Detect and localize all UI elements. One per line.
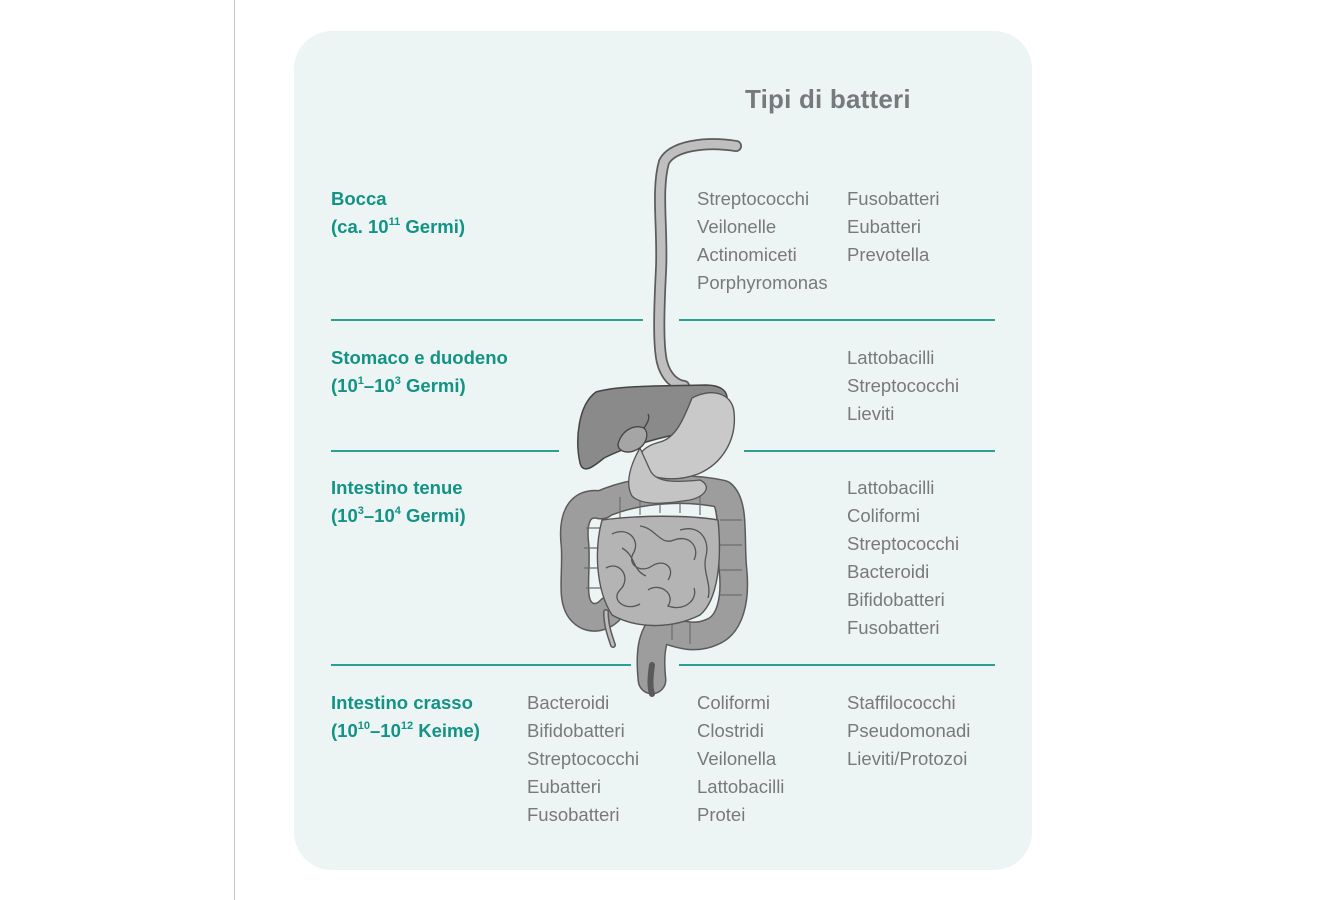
- bacteria-item: Pseudomonadi: [847, 720, 971, 742]
- bacteria-item: Eubatteri: [527, 776, 602, 798]
- bacteria-item: Protei: [697, 804, 746, 826]
- divider-bocca-right: [679, 319, 995, 321]
- bacteria-item: Streptococchi: [697, 188, 810, 209]
- small-intestine-shape: [596, 515, 721, 627]
- bacteria-item: Lattobacilli: [847, 347, 935, 368]
- bacteria-item: Fusobatteri: [847, 188, 940, 209]
- section-name: Bocca: [331, 188, 387, 209]
- bacteria-item: Veilonelle: [697, 216, 777, 238]
- bacteria-item: Streptococchi: [847, 375, 960, 397]
- bacteria-item: Clostridi: [697, 720, 764, 742]
- diagram-title: Tipi di batteri: [745, 84, 911, 114]
- divider-tenue-right: [679, 664, 995, 666]
- section-label-bocca: Bocca (ca. 1011 Germi): [331, 185, 465, 241]
- bacteria-item: Streptococchi: [527, 748, 640, 770]
- bacteria-item: Veilonella: [697, 748, 777, 770]
- divider-bocca-left: [331, 319, 643, 321]
- duodenum-shape: [628, 446, 707, 504]
- bacteria-item: Bacteroidi: [527, 692, 610, 713]
- bacteria-item: Fusobatteri: [847, 617, 940, 639]
- bacteria-column-tenue: Lattobacilli Coliformi Streptococchi Bac…: [847, 474, 959, 643]
- bacteria-column-stomaco: Lattobacilli Streptococchi Lieviti: [847, 344, 959, 428]
- section-name: Intestino tenue: [331, 477, 463, 498]
- section-name: Stomaco e duodeno: [331, 347, 508, 368]
- bacteria-item: Staffilococchi: [847, 692, 956, 713]
- bacteria-item: Streptococchi: [847, 533, 960, 555]
- bacteria-column-crasso-2: Coliformi Clostridi Veilonella Lattobaci…: [697, 689, 784, 829]
- section-label-tenue: Intestino tenue (103–104 Germi): [331, 474, 466, 530]
- bacteria-item: Lieviti/Protozoi: [847, 748, 968, 770]
- section-count: (101–103 Germi): [331, 374, 466, 396]
- bacteria-column-bocca-1: Streptococchi Veilonelle Actinomiceti Po…: [697, 185, 828, 297]
- section-count: (ca. 1011 Germi): [331, 215, 466, 237]
- bacteria-item: Lattobacilli: [697, 776, 785, 798]
- divider-stomaco-left: [331, 450, 559, 452]
- bacteria-item: Fusobatteri: [527, 804, 620, 826]
- divider-stomaco-right: [744, 450, 995, 452]
- bacteria-item: Porphyromonas: [697, 272, 828, 294]
- bacteria-item: Lieviti: [847, 403, 895, 425]
- section-label-crasso: Intestino crasso (1010–1012 Keime): [331, 689, 480, 745]
- bacteria-item: Prevotella: [847, 244, 930, 266]
- bacteria-item: Bacteroidi: [847, 561, 930, 583]
- bacteria-item: Actinomiceti: [697, 244, 797, 266]
- bacteria-column-crasso-1: Bacteroidi Bifidobatteri Streptococchi E…: [527, 689, 639, 829]
- section-label-stomaco: Stomaco e duodeno (101–103 Germi): [331, 344, 508, 400]
- bacteria-item: Coliformi: [697, 692, 770, 713]
- bacteria-item: Bifidobatteri: [847, 589, 945, 611]
- page-margin-line: [234, 0, 235, 900]
- bacteria-column-crasso-3: Staffilococchi Pseudomonadi Lieviti/Prot…: [847, 689, 970, 773]
- section-count: (1010–1012 Keime): [331, 719, 480, 741]
- section-name: Intestino crasso: [331, 692, 473, 713]
- bacteria-item: Coliformi: [847, 505, 920, 527]
- stomach-shape: [637, 392, 736, 480]
- bacteria-item: Eubatteri: [847, 216, 922, 238]
- bacteria-item: Lattobacilli: [847, 477, 935, 498]
- bacteria-column-bocca-2: Fusobatteri Eubatteri Prevotella: [847, 185, 940, 269]
- divider-tenue-left: [331, 664, 631, 666]
- gallbladder-shape: [617, 426, 648, 453]
- bacteria-item: Bifidobatteri: [527, 720, 625, 742]
- section-count: (103–104 Germi): [331, 504, 466, 526]
